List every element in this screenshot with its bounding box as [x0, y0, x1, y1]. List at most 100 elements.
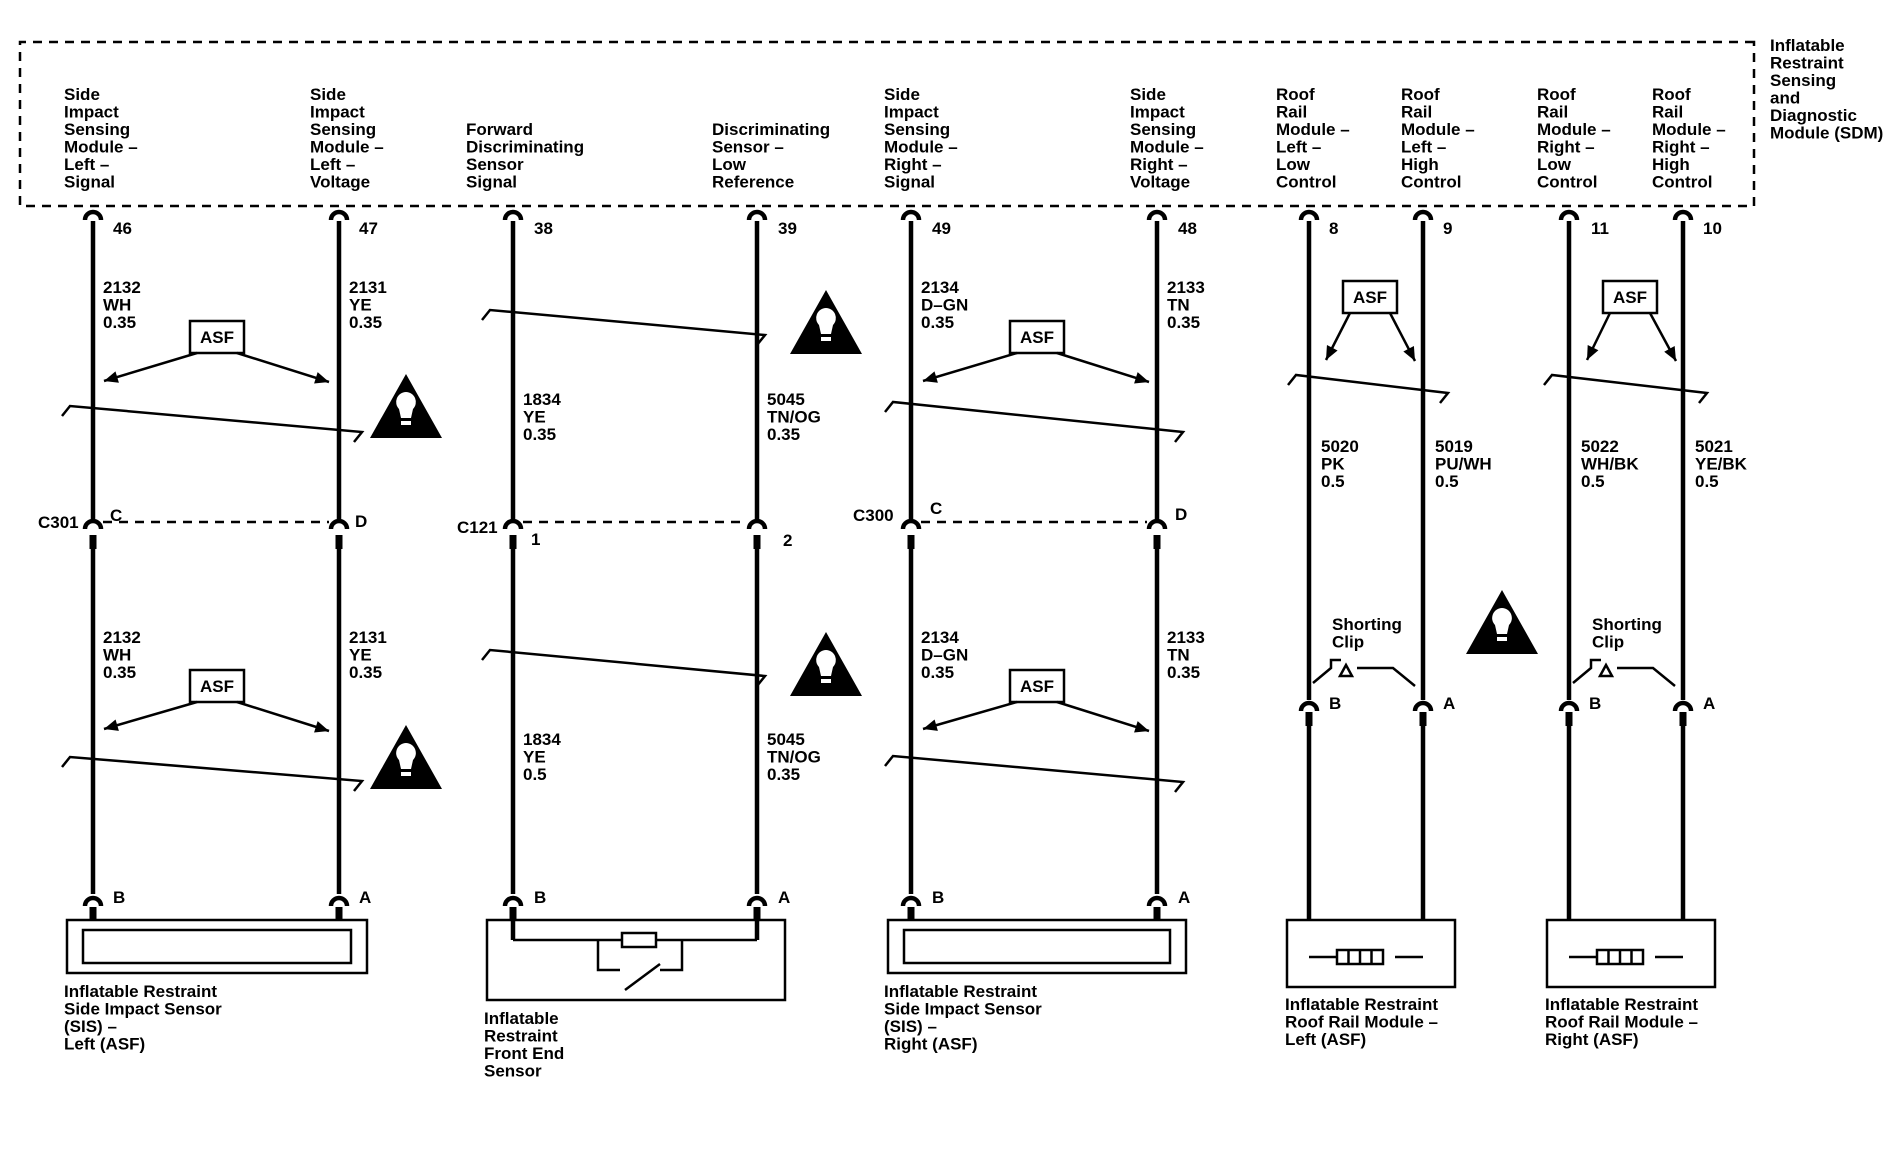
device-name-roof-line: Roof Rail Module –: [1545, 1013, 1698, 1032]
circuit-label-forward-disc-signal-line: Signal: [466, 173, 517, 192]
circuit-label-roof-right-high-line: Right –: [1652, 138, 1710, 157]
asf-callout: [103, 319, 330, 384]
terminal-stub: [753, 535, 761, 549]
wire-lower-label-line: 1834: [523, 730, 561, 749]
sdm-pin-number: 47: [359, 219, 378, 238]
sis-left-element: [81, 928, 353, 965]
roof-device-terminal: [1298, 700, 1320, 712]
caution-icon: [370, 374, 442, 438]
circuit-label-sis-right-voltage-line: Sensing: [1130, 120, 1196, 139]
circuit-label-sis-right-voltage-line: Impact: [1130, 103, 1185, 122]
sdm-pin-number: 49: [932, 219, 951, 238]
device-name-sis-left-line: (SIS) –: [64, 1017, 117, 1036]
device-terminal: [1146, 895, 1168, 907]
wire-upper-label-line: 0.35: [103, 313, 136, 332]
wire-label-line: PK: [1321, 455, 1345, 474]
twisted-pair-break: [884, 400, 1186, 443]
sdm-module-name-line: Inflatable: [1770, 36, 1845, 55]
shorting-clip-label-line: Shorting: [1592, 615, 1662, 634]
circuit-label-disc-low-reference-line: Reference: [712, 173, 794, 192]
circuit-label-disc-low-reference-line: Sensor –: [712, 138, 784, 157]
terminal-stub: [509, 907, 517, 921]
device-pin-letter: A: [1443, 694, 1455, 713]
sdm-pin-number: 11: [1591, 219, 1609, 238]
device-pin-letter: B: [113, 888, 125, 907]
device-name-sis-right-line: Right (ASF): [884, 1035, 977, 1054]
wire-upper-label-line: TN: [1167, 296, 1190, 315]
circuit-label-roof-left-high-line: Control: [1401, 173, 1461, 192]
asf-arrow-line: [103, 700, 198, 731]
circuit-label-sis-left-signal-line: Module –: [64, 138, 138, 157]
device-pin-letter: B: [1329, 694, 1341, 713]
inline-pin-letter: 2: [783, 531, 792, 550]
circuit-label-sis-left-voltage-line: Sensing: [310, 120, 376, 139]
wire-upper-label-line: 0.35: [767, 425, 800, 444]
sdm-pin-9-terminal: [1412, 209, 1434, 221]
circuit-label-roof-left-low-line: Left –: [1276, 138, 1321, 157]
inline-terminal: [328, 518, 350, 530]
asf-arrow-head: [1134, 721, 1149, 733]
device-name-roof-line: Left (ASF): [1285, 1030, 1366, 1049]
circuit-label-sis-left-signal-line: Impact: [64, 103, 119, 122]
terminal-stub: [89, 907, 97, 921]
caution-icon: [370, 725, 442, 789]
wire-upper-label-line: WH: [103, 296, 131, 315]
wire-upper-label-line: 5045: [767, 390, 805, 409]
device-terminal: [82, 895, 104, 907]
inline-pin-letter: D: [1175, 505, 1187, 524]
wire-label-line: YE/BK: [1695, 455, 1748, 474]
wire-upper-label-line: 2133: [1167, 278, 1205, 297]
terminal-stub: [1565, 712, 1573, 726]
inline-terminal: [502, 518, 524, 530]
sdm-module-name-line: and: [1770, 89, 1800, 108]
sdm-pin-48-terminal: [1146, 209, 1168, 221]
sdm-pin-number: 48: [1178, 219, 1197, 238]
fes-switch-leads: [596, 940, 684, 972]
wire-label-line: 0.5: [1581, 472, 1605, 491]
wire-label-line: 5020: [1321, 437, 1359, 456]
caution-icon: [790, 632, 862, 696]
device-terminal: [746, 895, 768, 907]
circuit-label-roof-right-low-line: Right –: [1537, 138, 1595, 157]
wire-lower-label-line: 0.35: [349, 663, 382, 682]
device-name-sis-right-line: Side Impact Sensor: [884, 1000, 1042, 1019]
wire-label-line: 5022: [1581, 437, 1619, 456]
asf-arrow-head: [314, 721, 329, 733]
asf-label: ASF: [200, 328, 234, 347]
sdm-pin-11-terminal: [1558, 209, 1580, 221]
wire-label-line: PU/WH: [1435, 455, 1492, 474]
sdm-module-name-line: Diagnostic: [1770, 106, 1857, 125]
circuit-label-roof-right-high-line: Module –: [1652, 120, 1726, 139]
sdm-pin-number: 8: [1329, 219, 1338, 238]
sdm-component-outline: [18, 40, 1756, 208]
inline-pin-letter: D: [355, 512, 367, 531]
circuit-label-roof-right-low-line: Control: [1537, 173, 1597, 192]
device-pin-letter: B: [534, 888, 546, 907]
wire-lower-label-line: WH: [103, 646, 131, 665]
circuit-label-sis-right-signal-line: Side: [884, 85, 920, 104]
device-name-front-end-sensor-line: Sensor: [484, 1062, 542, 1081]
sdm-pin-number: 9: [1443, 219, 1452, 238]
sdm-module-name-line: Sensing: [1770, 71, 1836, 90]
wire-upper-label-line: 0.35: [523, 425, 556, 444]
asf-arrow-head: [923, 719, 938, 731]
twisted-pair-break: [1287, 373, 1451, 404]
terminal-stub: [1419, 712, 1427, 726]
asf-arrow-head: [1403, 346, 1415, 361]
device-name-front-end-sensor-line: Front End: [484, 1044, 564, 1063]
fes-switch-blade: [624, 962, 661, 992]
